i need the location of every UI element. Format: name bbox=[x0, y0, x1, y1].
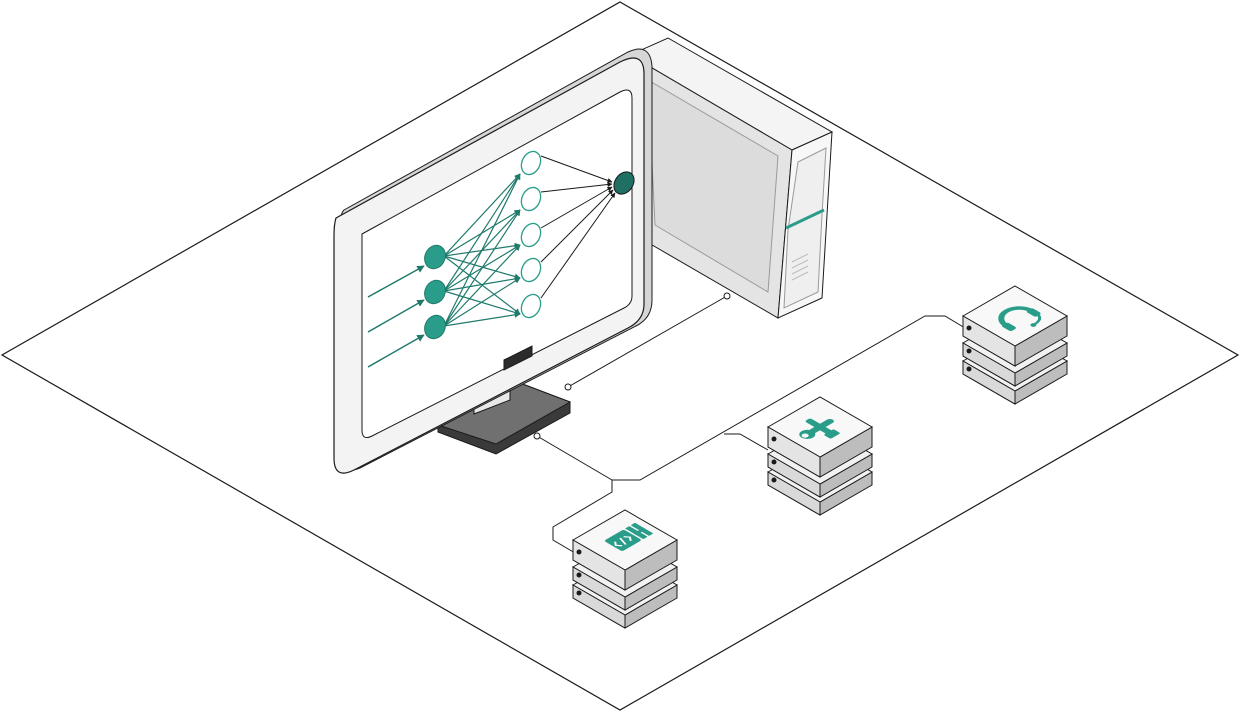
server-support bbox=[961, 285, 1069, 405]
cable-tower-to-monitor bbox=[567, 295, 728, 388]
tower-side-panel bbox=[647, 79, 779, 293]
monitor-screen bbox=[361, 89, 633, 438]
neural-network-icon bbox=[367, 150, 635, 368]
nn-input-arrows bbox=[367, 265, 425, 368]
tower-vent-icon bbox=[791, 253, 809, 281]
nn-output-edges bbox=[540, 155, 616, 299]
nn-hidden-edges bbox=[443, 173, 521, 327]
headset-icon bbox=[998, 306, 1042, 331]
tower-pc bbox=[628, 37, 834, 319]
cable-trunk bbox=[612, 315, 966, 481]
monitor bbox=[333, 48, 653, 474]
code-icon bbox=[605, 523, 653, 551]
tools-icon bbox=[799, 418, 840, 440]
monitor-camera bbox=[503, 345, 533, 371]
network-cables bbox=[533, 292, 966, 554]
server-tools bbox=[766, 396, 874, 516]
nn-hidden-nodes bbox=[520, 150, 542, 319]
cable-monitor-to-code-server bbox=[536, 435, 613, 554]
nn-output-node bbox=[613, 171, 635, 195]
cable-to-tools-server bbox=[724, 433, 769, 451]
nn-input-nodes bbox=[424, 244, 446, 340]
server-code bbox=[571, 509, 679, 629]
